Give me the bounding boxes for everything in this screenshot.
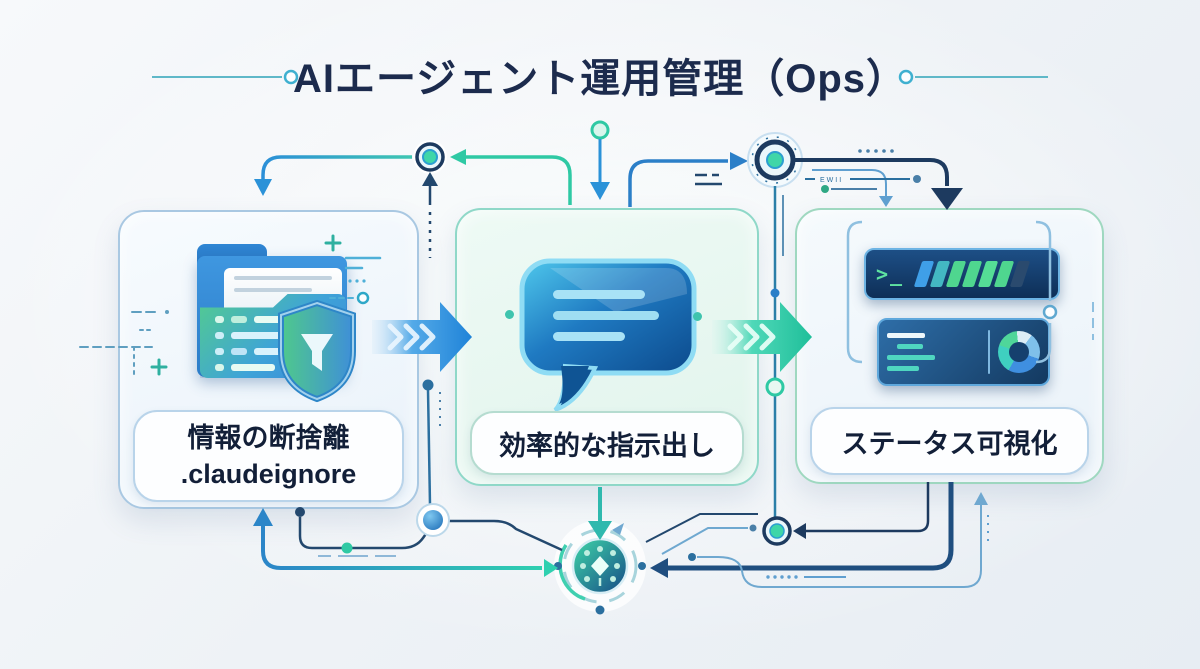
panel2-label-text: 効率的な指示出し <box>499 430 715 461</box>
panel-information-declutter: 情報の断捨離 .claudeignore <box>118 210 419 509</box>
arrowhead-down <box>254 179 272 196</box>
drop-wire-panel2 <box>590 120 610 200</box>
gear-vertical-wire <box>762 186 792 546</box>
panel2-label: 効率的な指示出し <box>470 411 744 475</box>
decor-dot <box>505 310 514 319</box>
panel-efficient-instruction: 効率的な指示出し <box>455 208 759 486</box>
feedback-loop-wire <box>254 149 572 205</box>
terminal-icon: >_ <box>864 248 1060 300</box>
terminal-prompt: >_ <box>876 262 905 286</box>
shield-filter-icon <box>278 299 356 403</box>
dashboard-divider <box>988 330 990 374</box>
decor-dot <box>693 312 702 321</box>
page-title: AIエージェント運用管理（Ops） <box>293 57 907 101</box>
gear-feed-wire <box>628 152 748 207</box>
panel1-label: 情報の断捨離 .claudeignore <box>133 410 404 502</box>
panel1-label-line2: .claudeignore <box>180 459 357 489</box>
dashboard-text-lines <box>887 333 980 371</box>
gear-node <box>747 132 803 188</box>
arrowhead-left <box>450 149 466 165</box>
hub-node <box>554 520 646 615</box>
dashboard-icon <box>877 318 1050 386</box>
panel3-label: ステータス可視化 <box>810 407 1089 475</box>
donut-chart-icon <box>998 331 1040 373</box>
panel-status-visualization: >_ ステータス可視化 <box>795 208 1104 484</box>
loop-node <box>413 140 447 174</box>
gear-to-panel3-wire: EWII <box>794 149 963 210</box>
node-up-wire <box>422 172 438 258</box>
micro-label: EWII <box>820 177 843 184</box>
panel1-label-line1: 情報の断捨離 <box>187 422 350 453</box>
right-bottom-wires <box>650 482 989 588</box>
progress-bars-icon <box>913 261 1031 287</box>
panel3-label-text: ステータス可視化 <box>841 428 1058 459</box>
chat-bubble-icon <box>519 258 697 412</box>
folder-shield-icon <box>120 212 417 412</box>
funnel-glyph <box>301 334 333 371</box>
